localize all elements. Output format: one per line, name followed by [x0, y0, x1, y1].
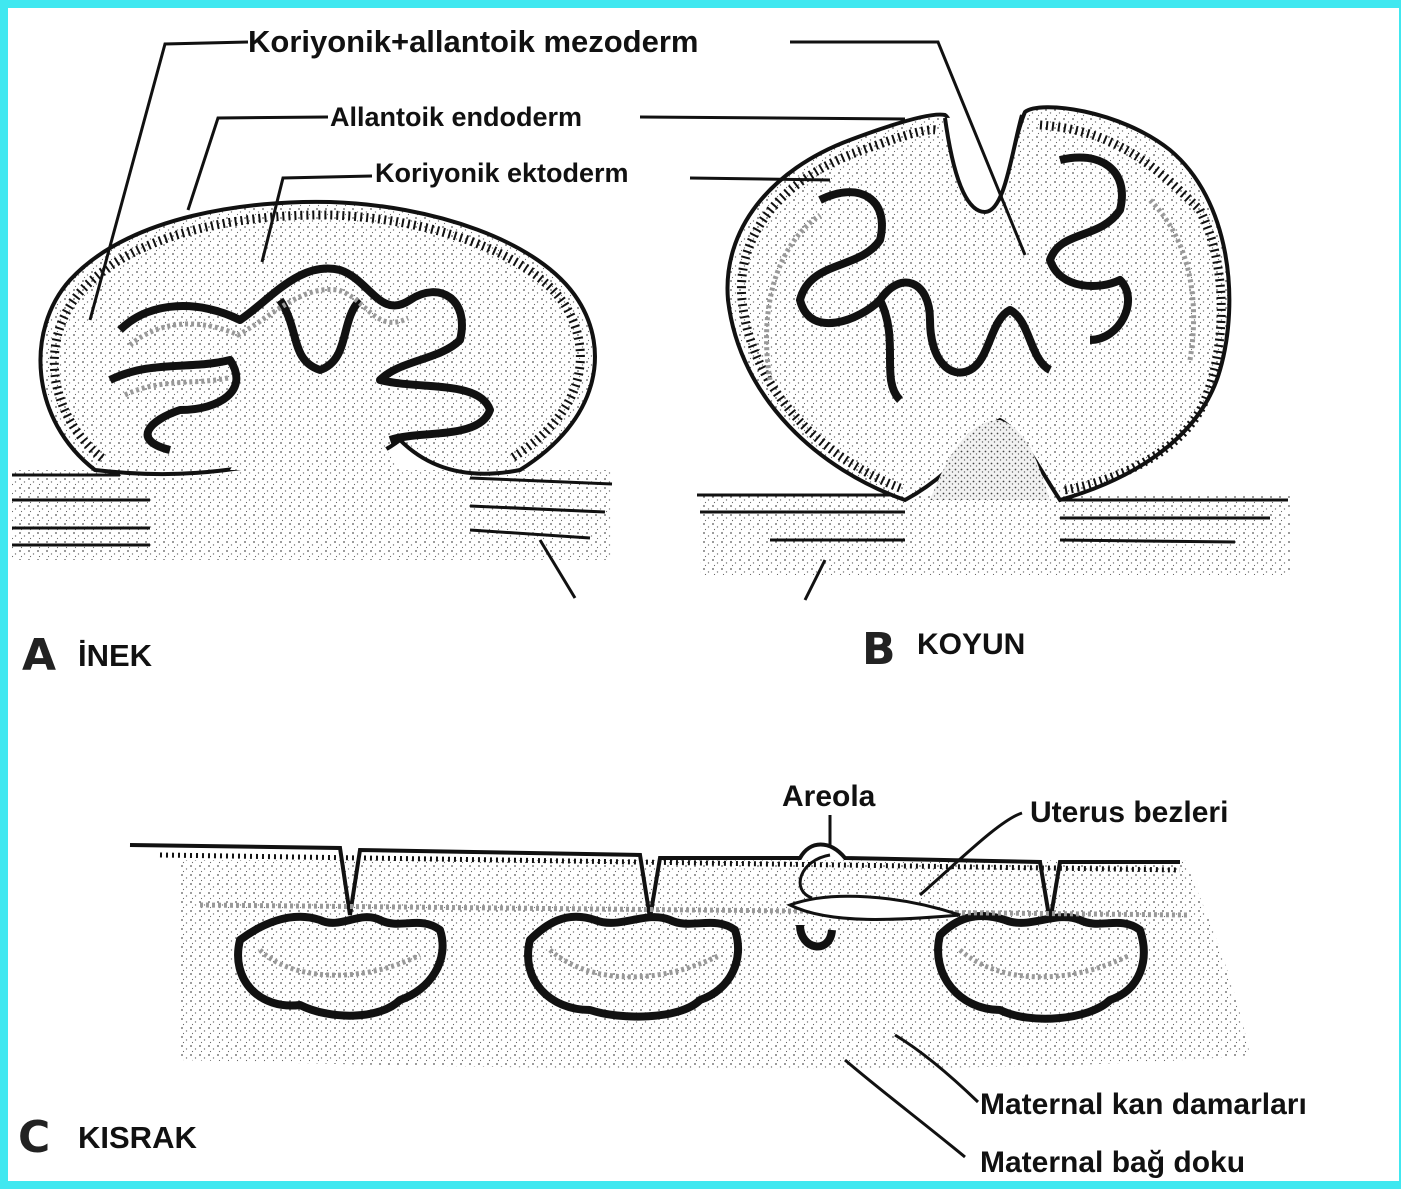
panel-b-letter: B: [862, 624, 896, 675]
panel-b-name: KOYUN: [917, 628, 1025, 661]
label-uterine-glands: Uterus bezleri: [1030, 796, 1228, 829]
panel-a-name: İNEK: [78, 638, 153, 673]
placentome-diagram: Koriyonik+allantoik mezoderm Allantoik e…: [8, 8, 1401, 1189]
panel-c-mare-placenta: [130, 845, 1250, 1070]
label-chorionic-allantoic-mesoderm: Koriyonik+allantoik mezoderm: [248, 24, 698, 59]
label-allantoic-endoderm: Allantoik endoderm: [330, 102, 582, 132]
panel-c-letter: C: [18, 1112, 50, 1163]
label-areola: Areola: [782, 780, 876, 813]
panel-c-name: KISRAK: [78, 1120, 197, 1155]
label-chorionic-ectoderm: Koriyonik ektoderm: [375, 158, 629, 188]
label-maternal-connective-tissue: Maternal bağ doku: [980, 1146, 1245, 1179]
panel-a-cow-placentome: [12, 202, 612, 598]
panel-a-letter: A: [22, 630, 56, 681]
label-maternal-blood-vessels: Maternal kan damarları: [980, 1088, 1307, 1121]
